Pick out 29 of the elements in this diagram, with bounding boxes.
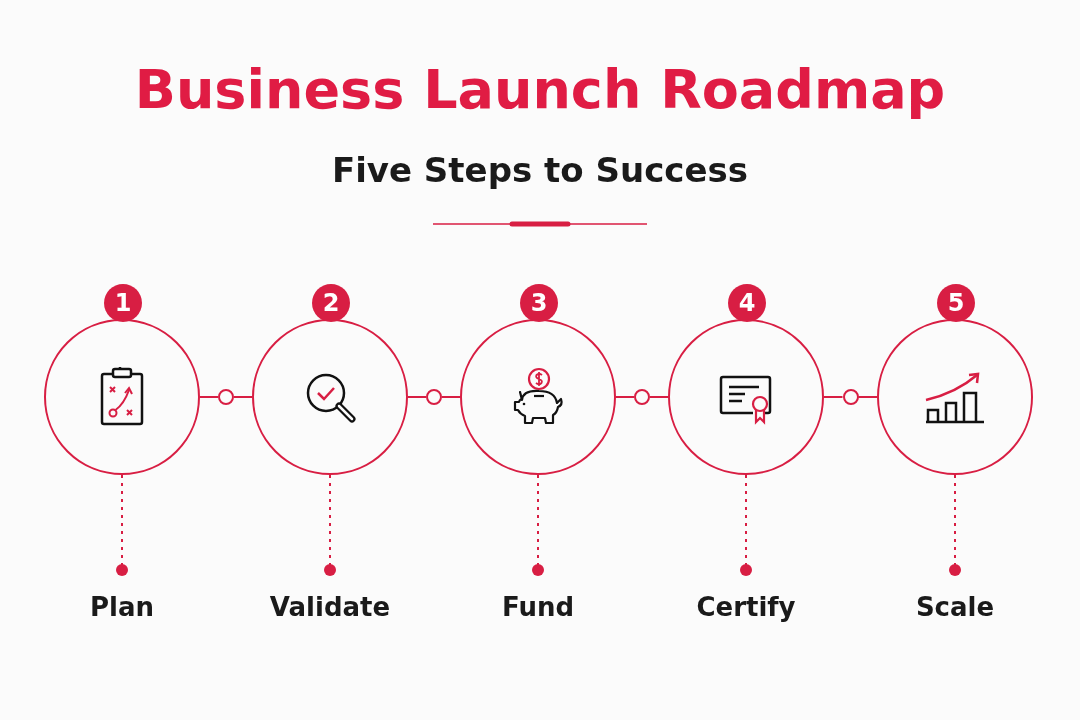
connector-circle xyxy=(218,389,234,405)
step-label: Certify xyxy=(696,592,796,622)
connector-line xyxy=(233,396,253,398)
step-number: 2 xyxy=(312,284,350,322)
connector-circle xyxy=(842,389,859,405)
connector-line xyxy=(857,396,878,398)
step-label: Scale xyxy=(915,592,995,622)
dotted-leader-line xyxy=(740,474,752,576)
connector-circle xyxy=(426,389,442,405)
connector-line xyxy=(615,396,635,398)
step-number: 3 xyxy=(520,284,558,322)
dotted-leader-line xyxy=(324,474,336,576)
title: Business Launch Roadmap xyxy=(133,58,947,121)
connector-line xyxy=(199,396,219,398)
step-number: 1 xyxy=(104,284,142,322)
subtitle: Five Steps to Success xyxy=(330,150,750,190)
dotted-leader-line xyxy=(532,474,544,576)
step-number: 4 xyxy=(728,284,766,322)
step-label: Validate xyxy=(269,592,391,622)
step-label: Fund xyxy=(501,592,575,622)
connector-line xyxy=(441,396,461,398)
step-number: 5 xyxy=(937,284,975,322)
step-label: Plan xyxy=(90,592,154,622)
dotted-leader-line xyxy=(949,474,961,576)
connector-line xyxy=(407,396,427,398)
connector-circle xyxy=(634,389,650,405)
dotted-leader-line xyxy=(116,474,128,576)
connector-line xyxy=(823,396,844,398)
connector-line xyxy=(649,396,669,398)
